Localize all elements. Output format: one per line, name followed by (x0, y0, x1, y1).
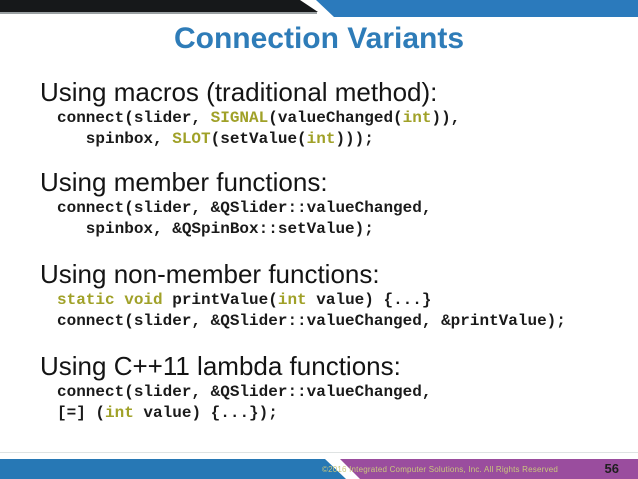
footer-copyright: ©2016 Integrated Computer Solutions, Inc… (322, 465, 558, 474)
code-segment: spinbox, (57, 130, 173, 148)
code-line: spinbox, SLOT(setValue(int))); (57, 129, 620, 150)
code-keyword: int (402, 109, 432, 127)
code-segment: connect(slider, &QSlider::valueChanged, (57, 383, 432, 401)
code-line: connect(slider, &QSlider::valueChanged, … (57, 311, 620, 332)
code-segment: printValue( (162, 291, 278, 309)
section-lambda-functions: Using C++11 lambda functions: connect(sl… (40, 350, 620, 424)
top-bar-blue (316, 0, 638, 17)
code-segment: (valueChanged( (268, 109, 403, 127)
code-segment: value) {...}); (133, 404, 278, 422)
slide-title: Connection Variants (173, 22, 465, 55)
section-heading: Using member functions: (40, 167, 328, 197)
code-segment: value) {...} (306, 291, 432, 309)
page-number: 56 (604, 461, 619, 476)
code-keyword: int (105, 404, 134, 422)
code-line: spinbox, &QSpinBox::setValue); (57, 219, 620, 240)
code-line: connect(slider, &QSlider::valueChanged, (57, 382, 620, 403)
footer-hairline (0, 452, 638, 453)
code-line: static void printValue(int value) {...} (57, 290, 620, 311)
code-line: connect(slider, SIGNAL(valueChanged(int)… (57, 108, 620, 129)
top-bar-black (0, 0, 318, 12)
code-keyword: int (277, 291, 307, 309)
code-segment: )), (431, 109, 461, 127)
code-line: [=] (int value) {...}); (57, 403, 620, 424)
code-block: connect(slider, &QSlider::valueChanged, … (57, 382, 620, 424)
code-line: connect(slider, &QSlider::valueChanged, (57, 198, 620, 219)
code-segment: spinbox, &QSpinBox::setValue); (57, 220, 374, 238)
code-keyword: int (306, 130, 336, 148)
section-heading: Using macros (traditional method): (40, 77, 438, 107)
code-block: connect(slider, SIGNAL(valueChanged(int)… (57, 108, 620, 150)
code-keyword: SLOT (172, 130, 211, 148)
section-member-functions: Using member functions: connect(slider, … (40, 166, 620, 240)
code-segment: connect(slider, &QSlider::valueChanged, … (57, 312, 566, 330)
section-heading: Using C++11 lambda functions: (40, 351, 401, 381)
code-segment: ))); (335, 130, 374, 148)
top-bar-hairline (0, 12, 317, 14)
footer-bar-blue (0, 459, 346, 479)
code-segment: connect(slider, (57, 109, 211, 127)
code-keyword: static void (57, 291, 163, 309)
section-heading: Using non-member functions: (40, 259, 380, 289)
section-macros: Using macros (traditional method): conne… (40, 76, 620, 150)
code-block: static void printValue(int value) {...} … (57, 290, 620, 332)
section-non-member-functions: Using non-member functions: static void … (40, 258, 620, 332)
code-keyword: SIGNAL (210, 109, 269, 127)
code-segment: [=] ( (57, 404, 106, 422)
footer-bar-purple (340, 459, 638, 479)
code-segment: connect(slider, &QSlider::valueChanged, (57, 199, 432, 217)
code-block: connect(slider, &QSlider::valueChanged, … (57, 198, 620, 240)
code-segment: (setValue( (210, 130, 307, 148)
